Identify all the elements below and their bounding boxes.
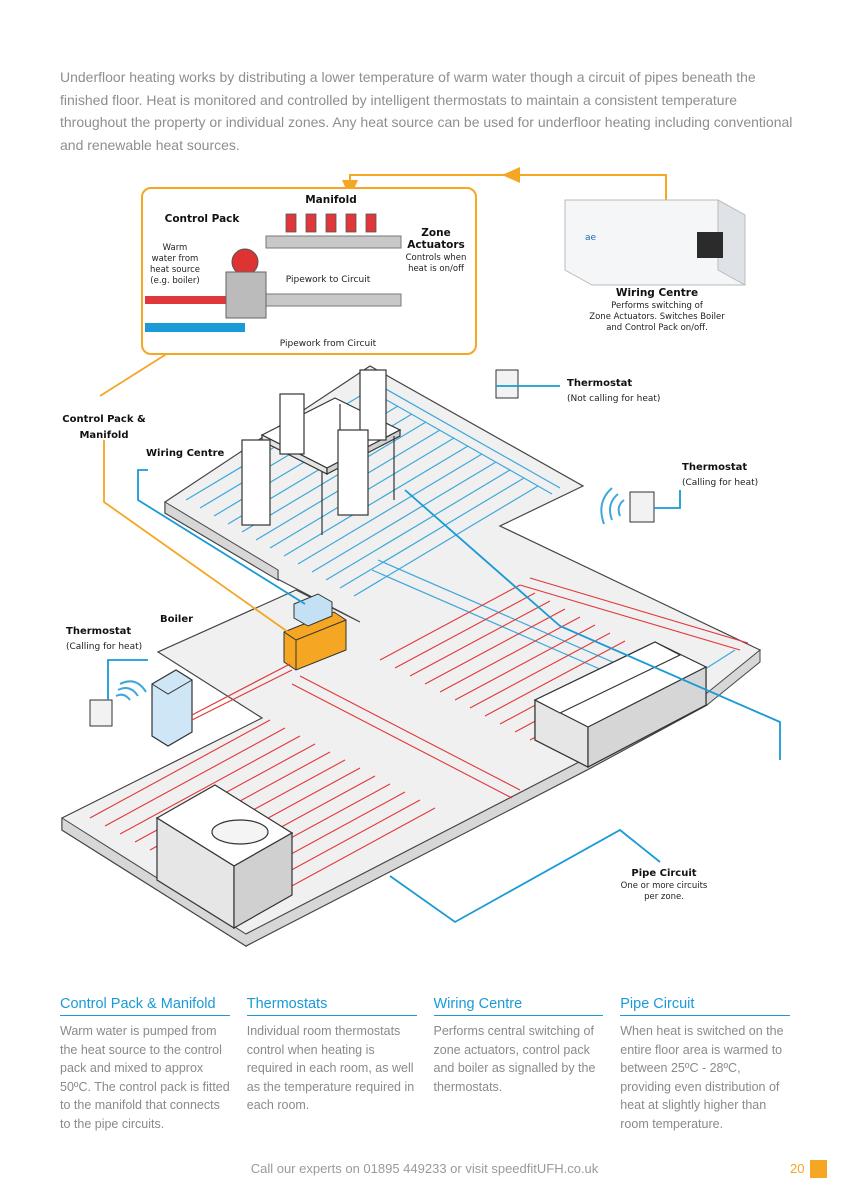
pipe-circuit-label: Pipe Circuit <box>631 868 696 879</box>
boiler-label: Boiler <box>160 614 193 625</box>
column-pipe-circuit: Pipe Circuit When heat is switched on th… <box>620 996 790 1134</box>
control-pack-manifold-label-2: Manifold <box>79 430 128 441</box>
warm-water-line-1: Warm <box>163 243 188 253</box>
thermostat-top-state: (Not calling for heat) <box>567 394 660 404</box>
wiring-centre-label: Wiring Centre <box>146 448 225 459</box>
sofa <box>533 641 707 768</box>
thermostat-right-device <box>600 487 655 525</box>
control-pack-manifold-unit <box>283 611 347 671</box>
dining-table <box>241 369 402 535</box>
column-body: Performs central switching of zone actua… <box>433 1024 596 1094</box>
page-number-marker <box>810 1160 827 1178</box>
wiring-inset-desc-1: Performs switching of <box>611 301 704 311</box>
column-body: When heat is switched on the entire floo… <box>620 1024 784 1131</box>
wiring-lines <box>99 347 781 924</box>
thermostat-top-device <box>495 369 519 399</box>
page-number: 20 <box>790 1161 805 1176</box>
warm-water-line-2: water from <box>152 254 199 264</box>
wiring-inset-title: Wiring Centre <box>616 287 698 299</box>
wiring-centre-inset: ae <box>564 199 746 286</box>
manifold-inset <box>141 187 477 355</box>
boiler <box>151 669 193 747</box>
thermostat-left-state: (Calling for heat) <box>66 642 142 652</box>
zone-actuators-line-1: Zone <box>421 227 450 239</box>
warm-water-line-4: (e.g. boiler) <box>150 276 199 286</box>
svg-text:ae: ae <box>585 233 597 243</box>
column-title: Pipe Circuit <box>620 996 790 1016</box>
zone-desc-line-2: heat is on/off <box>408 264 465 274</box>
thermostat-right-state: (Calling for heat) <box>682 478 758 488</box>
column-title: Wiring Centre <box>433 996 604 1016</box>
thermostat-left-label: Thermostat <box>66 626 131 637</box>
column-wiring-centre: Wiring Centre Performs central switching… <box>433 996 604 1134</box>
column-thermostats: Thermostats Individual room thermostats … <box>246 996 417 1134</box>
column-control-pack: Control Pack & Manifold Warm water is pu… <box>60 996 230 1134</box>
column-body: Warm water is pumped from the heat sourc… <box>60 1024 230 1131</box>
thermostat-top-label: Thermostat <box>567 378 632 389</box>
pipework-to-label: Pipework to Circuit <box>286 275 371 285</box>
pipe-circuit-desc-2: per zone. <box>644 892 684 902</box>
warm-water-line-3: heat source <box>150 265 200 275</box>
orange-signal-arrows <box>342 167 667 200</box>
wiring-centre-unit <box>293 593 333 627</box>
wiring-inset-desc-3: and Control Pack on/off. <box>606 323 708 333</box>
info-columns: Control Pack & Manifold Warm water is pu… <box>60 996 790 1134</box>
column-title: Control Pack & Manifold <box>60 996 230 1016</box>
footer-contact: Call our experts on 01895 449233 or visi… <box>250 1161 599 1176</box>
pipe-circuit-desc-1: One or more circuits <box>621 881 708 891</box>
zone-actuators-line-2: Actuators <box>407 239 465 251</box>
column-title: Thermostats <box>246 996 417 1016</box>
underfloor-heating-diagram: ae Manifold Control Pack Warm water from… <box>61 167 781 948</box>
intro-paragraph: Underfloor heating works by distributing… <box>60 69 793 153</box>
column-body: Individual room thermostats control when… <box>246 1024 415 1113</box>
zone-desc-line-1: Controls when <box>406 253 467 263</box>
control-pack-manifold-label-1: Control Pack & <box>62 414 146 425</box>
kitchen-sink-unit <box>155 784 294 930</box>
manifold-label: Manifold <box>305 194 357 206</box>
pipework-from-label: Pipework from Circuit <box>280 339 377 349</box>
wiring-inset-desc-2: Zone Actuators. Switches Boiler <box>589 312 725 322</box>
control-pack-label: Control Pack <box>165 213 241 225</box>
thermostat-left-device <box>89 680 147 727</box>
thermostat-right-label: Thermostat <box>682 462 747 473</box>
